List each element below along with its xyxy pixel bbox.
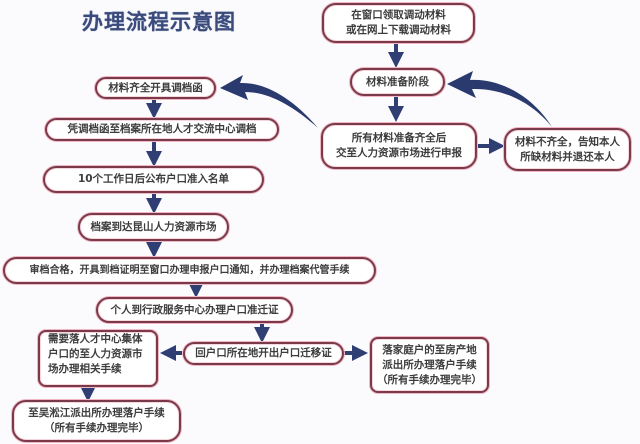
node-prep-stage: 材料准备阶段 (350, 68, 445, 96)
page-title: 办理流程示意图 (82, 10, 236, 34)
arrow-incomplete-to-prep (447, 71, 552, 127)
node-text: 材料准备阶段 (366, 75, 429, 88)
node-window-materials: 在窗口领取调动材料 或在网上下载调动材料 (322, 3, 475, 43)
node-text: 凭调档函至档案所在地人才交流中心调档 (67, 123, 257, 135)
arrow-submit-to-transfer-letter (220, 75, 318, 128)
node-text: 审档合格，开具到档证明至窗口办理申报户口通知，并办理档案代管手续 (29, 265, 350, 276)
node-text: （所有手续办理完毕） (44, 422, 149, 434)
node-archive-arrive: 档案到达昆山人力资源市场 (78, 213, 229, 241)
node-publish-list: 10个工作日后公布户口准入名单 (43, 166, 264, 193)
node-text: 场办理相关手续 (48, 363, 122, 375)
node-submit: 所有材料准备齐全后 交至人力资源市场进行申报 (321, 123, 477, 169)
node-text: 或在网上下载调动材料 (346, 24, 451, 36)
node-text: 个人到行政服务中心办理户口准迁证 (110, 303, 279, 316)
node-text: 落家庭户的至房产地 (382, 343, 477, 356)
node-family-hukou: 落家庭户的至房产地 派出所办理落户手续 （所有手续办理完毕） (370, 337, 489, 393)
node-collective-hukou: 需要落人才中心集体 户口的至人力资源市 场办理相关手续 (38, 330, 158, 387)
node-fetch-archive: 凭调档函至档案所在地人才交流中心调档 (45, 118, 279, 141)
node-text: 在窗口领取调动材料 (351, 9, 446, 21)
node-review-pass: 审档合格，开具到档证明至窗口办理申报户口通知，并办理档案代管手续 (3, 257, 376, 284)
node-text: 至吴淞江派出所办理落户手续 (28, 407, 165, 419)
node-text: （所有手续办理完毕） (377, 373, 482, 386)
node-wusongjiang: 至吴淞江派出所办理落户手续 （所有手续办理完毕） (12, 400, 181, 442)
node-text: 所有材料准备齐全后 (351, 132, 447, 144)
node-text: 交至人力资源市场进行申报 (336, 147, 462, 159)
node-permit: 个人到行政服务中心办理户口准迁证 (96, 297, 293, 323)
node-text: 10个工作日后公布户口准入名单 (77, 173, 230, 185)
node-text: 户口的至人力资源市 (48, 348, 143, 360)
node-incomplete: 材料不齐全，告知本人 所缺材料并退还本人 (504, 128, 631, 171)
node-text: 需要落人才中心集体 (48, 333, 143, 345)
node-text: 材料齐全开具调档函 (108, 81, 203, 94)
node-text: 回户口所在地开出户口迁移证 (195, 347, 332, 359)
node-transfer-letter: 材料齐全开具调档函 (95, 77, 216, 99)
node-migration-cert: 回户口所在地开出户口迁移证 (183, 342, 344, 365)
node-text: 材料不齐全，告知本人 (515, 135, 620, 148)
node-text: 档案到达昆山人力资源市场 (90, 220, 217, 233)
node-text: 派出所办理落户手续 (382, 358, 477, 371)
node-text: 所缺材料并退还本人 (520, 150, 615, 163)
